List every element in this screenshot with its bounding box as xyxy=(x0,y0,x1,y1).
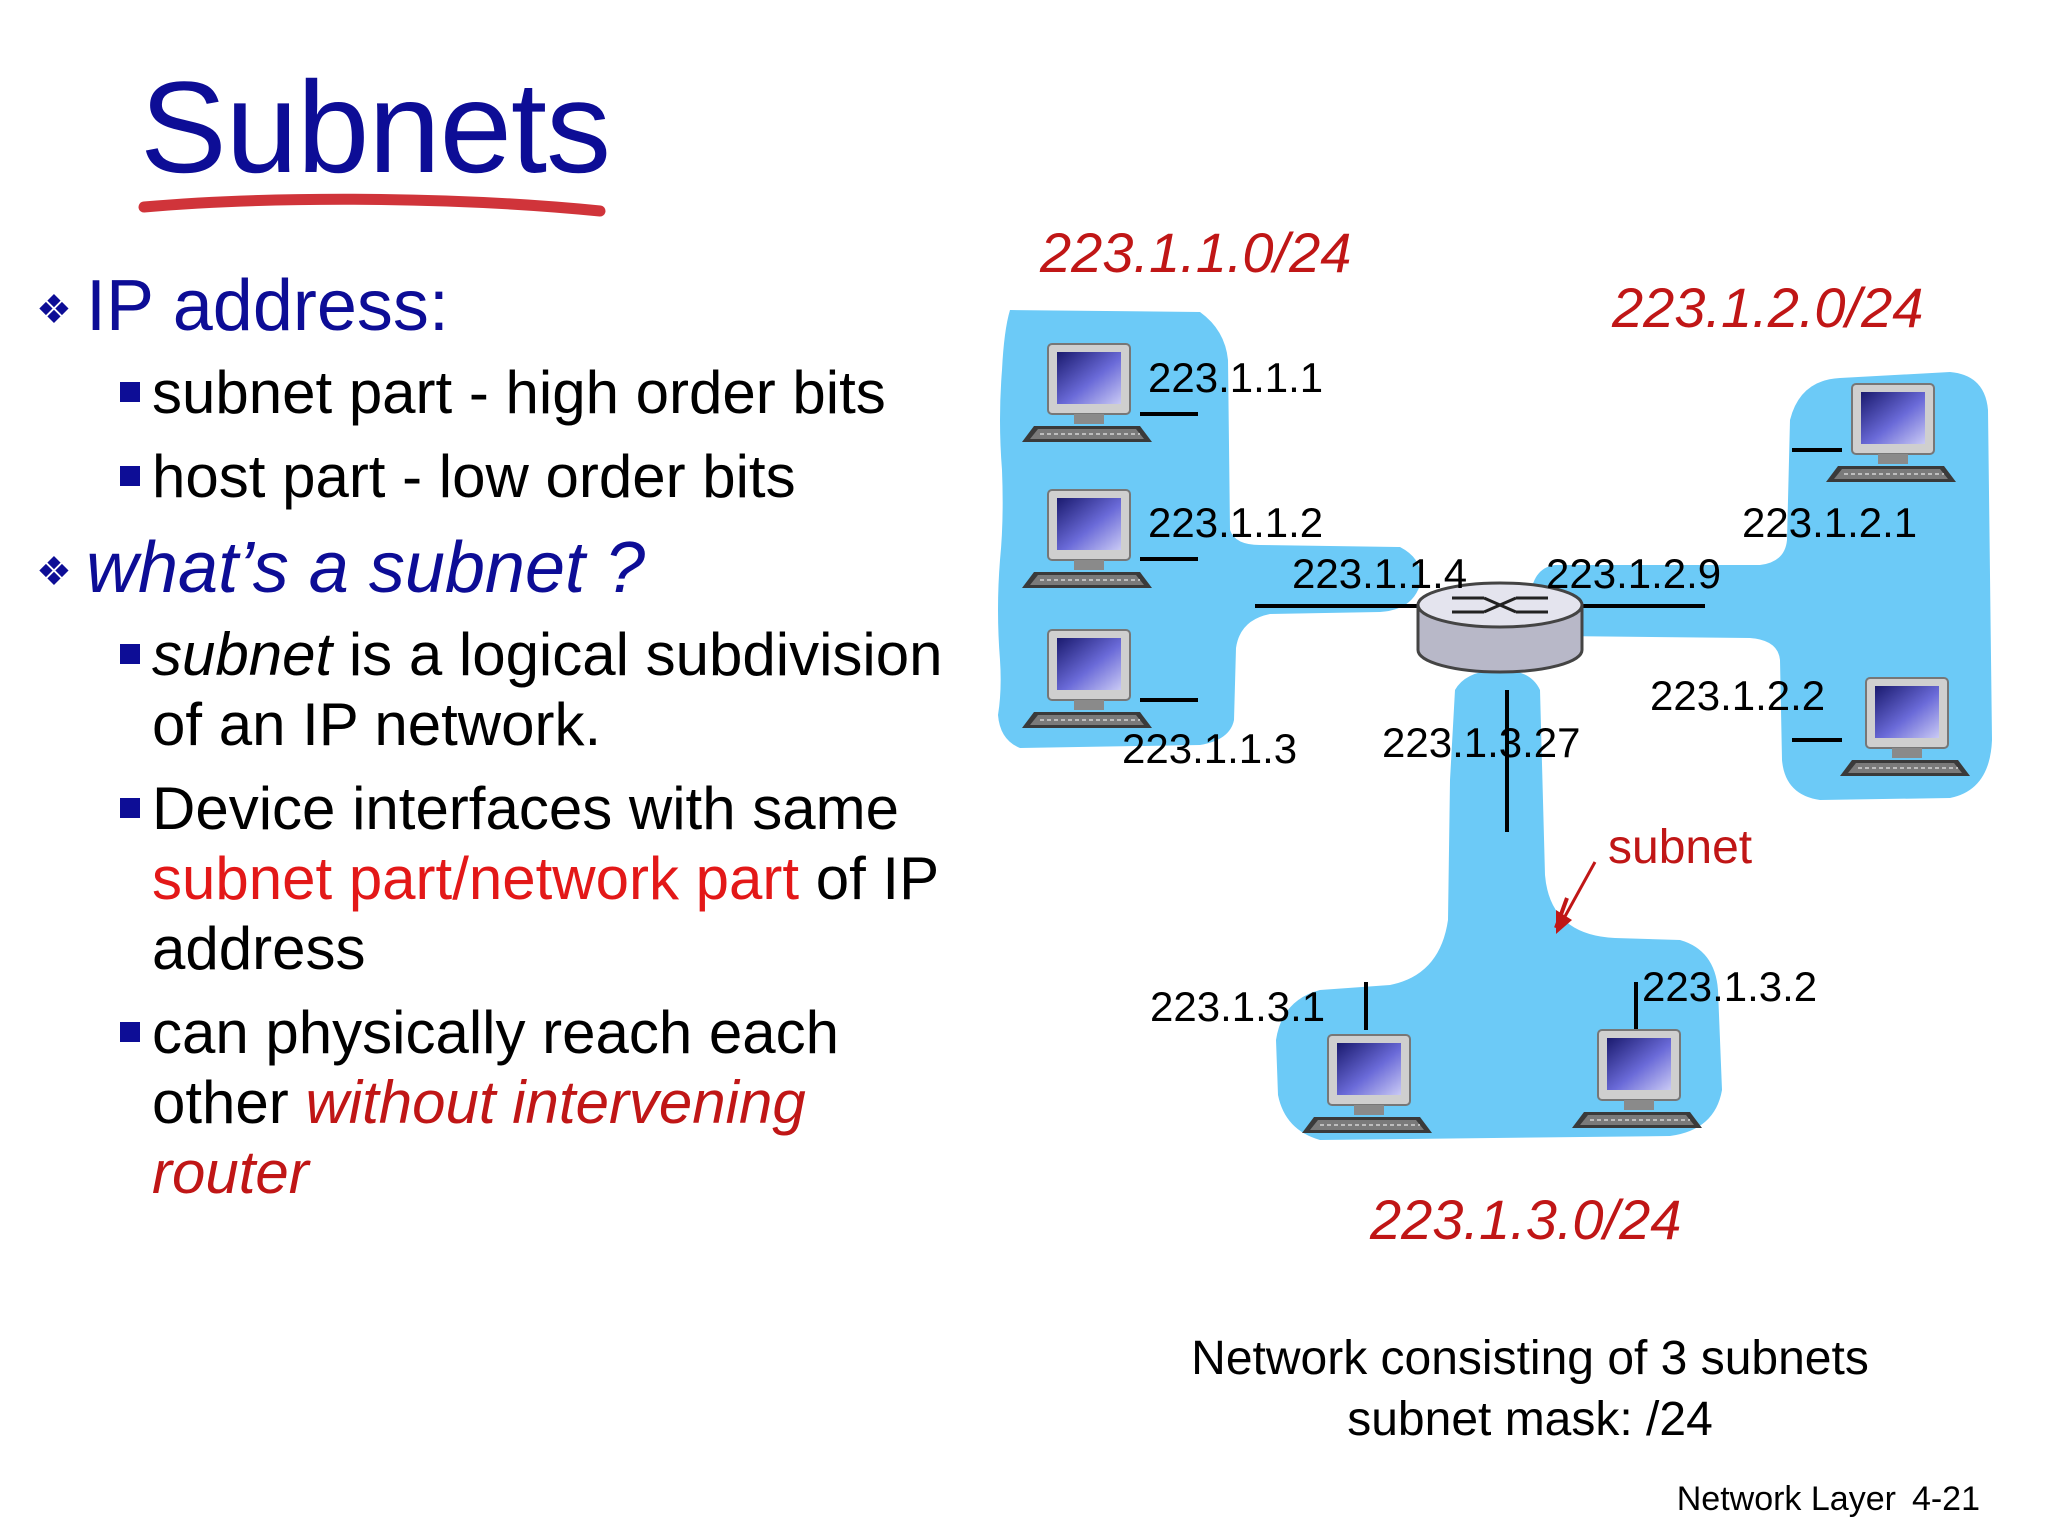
square-bullet-icon xyxy=(120,798,140,818)
ip-label-223-1-2-9: 223.1.2.9 xyxy=(1546,550,1722,597)
subbullet-subnet-part-text: subnet part - high order bits xyxy=(152,359,886,426)
bullet-list: ❖ IP address: subnet part - high order b… xyxy=(36,268,976,1208)
device-interfaces-text-pre: Device interfaces with same xyxy=(152,775,899,842)
square-bullet-icon xyxy=(120,466,140,486)
square-bullet-icon xyxy=(120,644,140,664)
subbullet-host-part-text: host part - low order bits xyxy=(152,443,796,510)
slide-title: Subnets xyxy=(140,54,611,200)
subnet-term: subnet xyxy=(152,621,333,688)
diamond-bullet-icon: ❖ xyxy=(36,288,72,332)
subnet-cloud-223-1-3 xyxy=(1276,669,1722,1140)
router-icon xyxy=(1416,581,1584,674)
ip-label-223-1-3-27: 223.1.3.27 xyxy=(1382,719,1581,766)
slide-footer: Network Layer 4-21 xyxy=(1677,1480,1980,1519)
subbullet-subnet-part: subnet part - high order bits xyxy=(36,358,976,428)
bullet-ip-address-label: IP address: xyxy=(86,266,449,346)
ip-label-223-1-3-2: 223.1.3.2 xyxy=(1642,963,1818,1010)
subnet-definition-text: is a logical subdivision of an IP networ… xyxy=(152,621,943,758)
subbullet-host-part: host part - low order bits xyxy=(36,442,976,512)
diagram-caption-line2: subnet mask: /24 xyxy=(1347,1393,1713,1446)
ip-label-223-1-2-2: 223.1.2.2 xyxy=(1650,672,1826,719)
diamond-bullet-icon: ❖ xyxy=(36,550,72,594)
ip-label-223-1-1-1: 223.1.1.1 xyxy=(1148,354,1324,401)
ip-label-223-1-1-3: 223.1.1.3 xyxy=(1122,725,1298,772)
subnet-pointer-arrow xyxy=(1556,861,1597,934)
device-interfaces-text-post: of IP address xyxy=(152,845,939,982)
bullet-ip-address: ❖ IP address: xyxy=(36,268,976,344)
subbullet-device-interfaces: Device interfaces with same subnet part/… xyxy=(36,774,976,984)
subnet-label-223-1-1: 223.1.1.0/24 xyxy=(1040,221,1352,284)
subbullet-subnet-definition: subnet is a logical subdivision of an IP… xyxy=(36,620,976,760)
bullet-whats-a-subnet: ❖ what’s a subnet ? xyxy=(36,530,976,606)
ip-label-223-1-2-1: 223.1.2.1 xyxy=(1742,499,1918,546)
ip-label-223-1-1-4: 223.1.1.4 xyxy=(1292,550,1468,597)
square-bullet-icon xyxy=(120,1022,140,1042)
title-underline xyxy=(138,193,606,217)
subnet-part-highlight: subnet part/network part xyxy=(152,845,800,912)
ip-label-223-1-1-2: 223.1.1.2 xyxy=(1148,499,1324,546)
physically-reach-text-pre: can physically reach each other xyxy=(152,999,840,1136)
subbullet-physically-reach: can physically reach each other without … xyxy=(36,998,976,1208)
footer-page-number: 4-21 xyxy=(1911,1480,1980,1518)
square-bullet-icon xyxy=(120,382,140,402)
footer-chapter: Network Layer xyxy=(1676,1480,1896,1518)
subnet-pointer-label: subnet xyxy=(1608,821,1753,874)
diagram-caption-line1: Network consisting of 3 subnets xyxy=(1191,1332,1869,1385)
ip-label-223-1-3-1: 223.1.3.1 xyxy=(1150,983,1326,1030)
interface-lines xyxy=(1140,412,1842,1030)
subnet-label-223-1-2: 223.1.2.0/24 xyxy=(1612,276,1924,339)
without-router-highlight: without intervening router xyxy=(152,1069,806,1206)
bullet-whats-a-subnet-label: what’s a subnet ? xyxy=(86,528,646,608)
subnet-label-223-1-3: 223.1.3.0/24 xyxy=(1370,1188,1682,1251)
